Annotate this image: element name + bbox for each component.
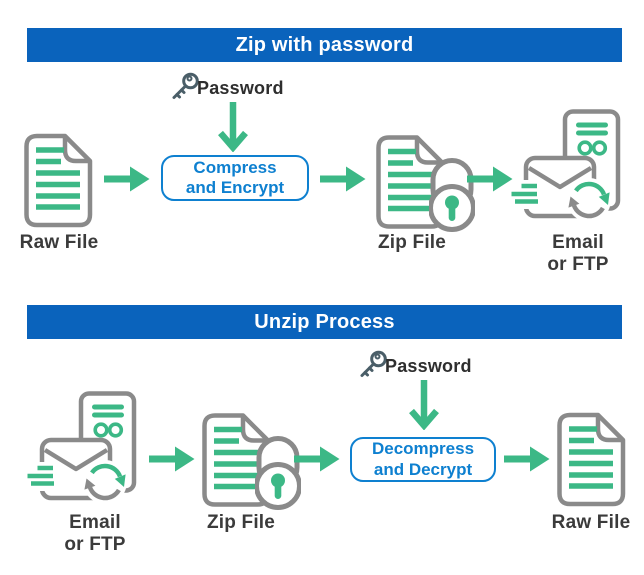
decompress-decrypt-box: Decompress and Decrypt [350, 437, 496, 482]
raw-file-label: Raw File [551, 512, 631, 533]
decompress-decrypt-line2: and Decrypt [373, 459, 473, 479]
arrow-right-icon [504, 444, 550, 474]
unzip-section-header: Unzip Process [27, 305, 622, 339]
raw-file-icon [556, 412, 626, 507]
raw-file-icon [23, 133, 93, 228]
email-ftp-label-line2: or FTP [547, 254, 609, 275]
arrow-down-icon [408, 378, 440, 430]
arrow-right-icon [104, 164, 150, 194]
compress-encrypt-line2: and Encrypt [185, 178, 285, 197]
email-ftp-icon [511, 109, 621, 221]
zip-file-lock-icon [375, 131, 475, 233]
email-ftp-label-line1: Email [552, 232, 604, 253]
email-ftp-label-line2: or FTP [64, 534, 126, 555]
zip-section-header: Zip with password [27, 28, 622, 62]
zip-file-lock-icon [201, 409, 301, 511]
email-ftp-label: Email or FTP [44, 512, 146, 556]
zip-file-label: Zip File [377, 232, 447, 253]
decompress-decrypt-line1: Decompress [371, 439, 475, 459]
compress-encrypt-line1: Compress [193, 157, 277, 177]
password-label: Password [385, 356, 472, 376]
email-ftp-label: Email or FTP [527, 232, 629, 276]
arrow-down-icon [217, 100, 249, 152]
zip-section-title: Zip with password [235, 33, 414, 56]
arrow-right-icon [149, 444, 195, 474]
arrow-right-icon [294, 444, 340, 474]
unzip-section-title: Unzip Process [254, 310, 395, 333]
arrow-right-icon [467, 164, 513, 194]
email-ftp-icon [27, 391, 137, 503]
arrow-right-icon [320, 164, 366, 194]
raw-file-label: Raw File [19, 232, 99, 253]
zip-file-label: Zip File [206, 512, 276, 533]
password-label: Password [197, 78, 284, 98]
compress-encrypt-box: Compress and Encrypt [161, 155, 309, 201]
email-ftp-label-line1: Email [69, 512, 121, 533]
